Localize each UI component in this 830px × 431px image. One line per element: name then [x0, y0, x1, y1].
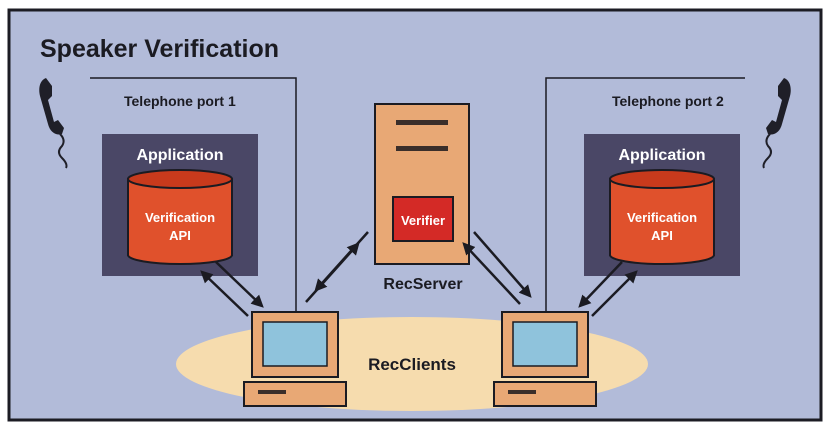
verifier-box — [392, 196, 454, 242]
telephone-line-1 — [90, 77, 297, 318]
recserver-label: RecServer — [383, 276, 462, 293]
computer-terminal-icon — [493, 311, 597, 407]
database-cylinder-icon — [609, 169, 715, 265]
telephone-handset-icon — [39, 78, 68, 169]
database-cylinder-icon — [127, 169, 233, 265]
telephone-port-1-label: Telephone port 1 — [124, 93, 236, 109]
diagram-title: Speaker Verification — [40, 35, 279, 63]
verification-api-line2-right: API — [651, 228, 673, 243]
verifier-label: Verifier — [401, 213, 445, 228]
double-arrow-icon — [200, 261, 264, 317]
computer-terminal-icon — [243, 311, 347, 407]
server-tower-icon — [374, 103, 470, 265]
verification-api-line1-right: Verification — [627, 210, 697, 225]
double-arrow-icon — [578, 261, 638, 317]
telephone-port-2-label: Telephone port 2 — [612, 93, 724, 109]
application-label-left: Application — [136, 147, 223, 164]
application-label-right: Application — [618, 147, 705, 164]
verification-api-line2-left: API — [169, 228, 191, 243]
application-box-left: Application Verification API — [102, 134, 258, 276]
telephone-handset-icon — [762, 78, 791, 169]
verification-api-line1-left: Verification — [145, 210, 215, 225]
telephone-line-2 — [545, 77, 745, 318]
double-arrow-icon — [462, 231, 532, 305]
double-arrow-icon — [305, 231, 369, 303]
application-box-right: Application Verification API — [584, 134, 740, 276]
recclients-label: RecClients — [368, 355, 456, 374]
